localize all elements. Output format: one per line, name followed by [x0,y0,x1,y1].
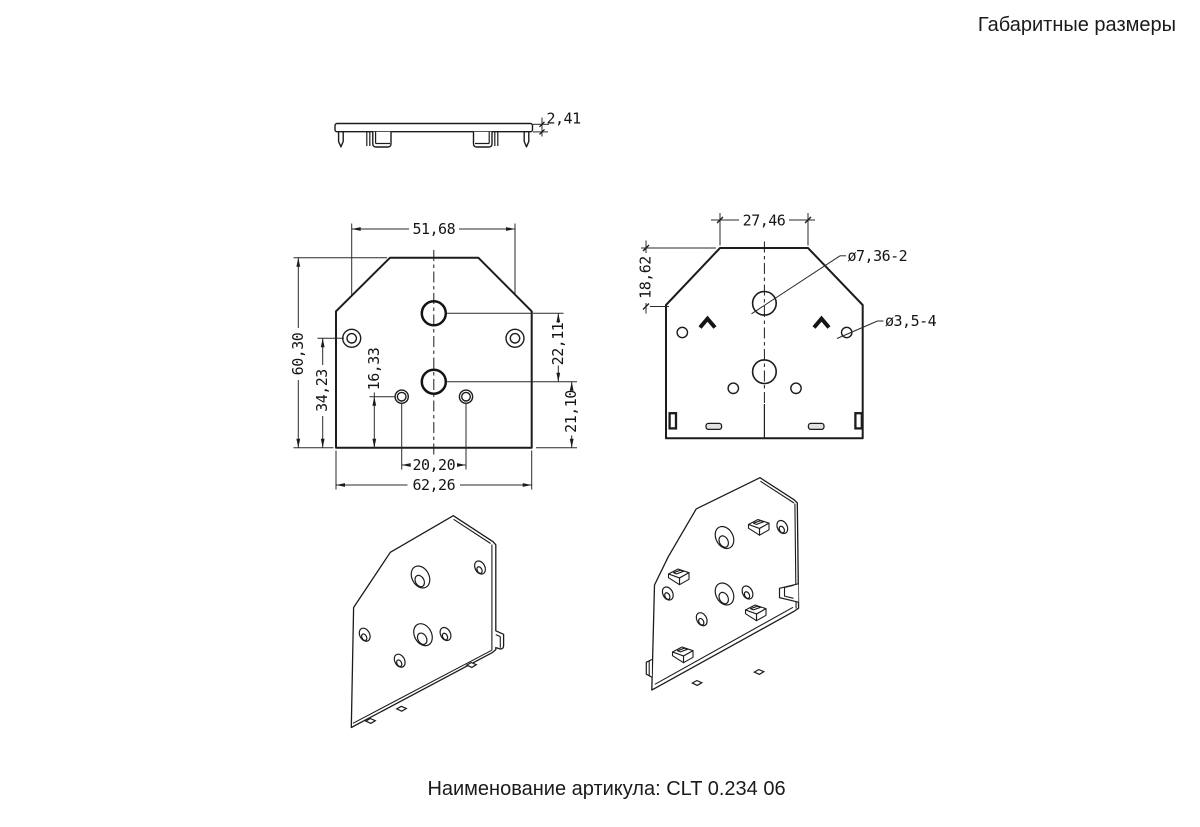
front-orthographic-view: 51,68 60,30 34,23 16,33 [289,220,580,494]
left-snap-clip [366,131,392,148]
dim-thickness: 2,41 [533,110,582,137]
iso-front-outline [350,515,505,729]
dim-hole-span-top-label: 51,68 [412,220,455,238]
dim-thickness-label: 2,41 [547,110,582,128]
rear-isometric-view [645,477,800,691]
profile-plate-edge [334,122,534,133]
dim-big-hole-spacing: 22,11 [446,312,577,383]
dim-hole-span-top: 51,68 [351,220,515,238]
dim-big-hole-spacing-label: 22,11 [549,322,567,365]
foot-tab [752,668,766,676]
bottom-slot-right [854,412,863,430]
dim-lower-hole-height-label: 16,33 [365,348,383,391]
article-name-label: Наименование артикула: CLT 0.234 06 [427,778,786,800]
side-profile-view: 2,41 [334,110,582,148]
callout-small-hole-label: ø3,5-4 [885,312,937,330]
right-snap-clip [472,131,499,148]
front-big-hole-bottom [420,368,448,395]
foot-tab [364,717,377,725]
bottom-tab-right [807,422,825,431]
dim-lower-hole-span: 20,20 [401,404,467,474]
bottom-tab-left [705,422,723,431]
dim-top-edge-width-label: 27,46 [743,212,786,230]
dim-total-width: 62,26 [335,450,533,494]
left-peg [337,131,344,148]
foot-tab [465,661,478,669]
page-title: Габаритные размеры [977,14,1176,36]
front-small-holes [342,328,525,405]
foot-tab [395,705,408,712]
dim-upper-hole-height: 34,23 [313,337,344,448]
dim-chamfer-height-label: 18,62 [637,256,655,299]
rear-orthographic-view: 27,46 18,62 ø7,36-2 ø3,5-4 [637,212,937,440]
snap-hook-right [812,315,831,329]
dim-lower-big-hole-height: 21,10 [536,381,580,449]
callout-big-hole-label: ø7,36-2 [848,247,908,265]
snap-hook-left [698,315,717,329]
bottom-slot-left [668,412,678,430]
callout-big-hole: ø7,36-2 [751,247,908,315]
dim-top-edge-width: 27,46 [711,212,815,246]
rear-small-holes [676,326,853,395]
dim-total-width-label: 62,26 [412,476,455,494]
callout-small-hole: ø3,5-4 [836,312,937,339]
dim-chamfer-height: 18,62 [637,240,716,314]
right-peg [523,131,530,148]
dim-upper-hole-height-label: 34,23 [313,369,331,412]
dim-lower-hole-height: 16,33 [365,348,395,448]
dim-total-height: 60,30 [289,257,387,449]
rear-big-hole-top [751,290,778,316]
front-isometric-view [350,515,505,729]
front-big-hole-top [420,300,448,327]
dim-total-height-label: 60,30 [289,332,307,375]
dim-lower-big-hole-height-label: 21,10 [562,390,580,433]
dim-lower-hole-span-label: 20,20 [412,456,455,474]
foot-tab [690,679,704,687]
rear-big-hole-bottom [751,359,778,385]
